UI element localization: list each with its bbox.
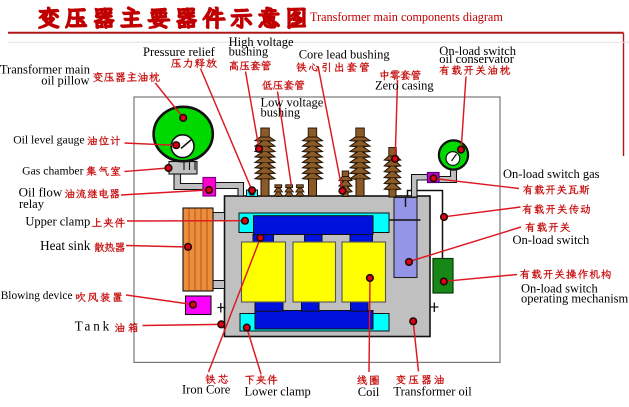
svg-text:Oil level gauge: Oil level gauge — [13, 134, 84, 147]
svg-text:Heat sink: Heat sink — [40, 238, 91, 253]
svg-text:Iron Core: Iron Core — [182, 383, 231, 397]
svg-text:Zero casing: Zero casing — [375, 79, 434, 93]
svg-text:Core lead bushing: Core lead bushing — [299, 48, 391, 62]
svg-text:oil conservator: oil conservator — [439, 52, 514, 66]
svg-text:bushing: bushing — [261, 106, 301, 120]
svg-text:operating mechanism: operating mechanism — [521, 291, 629, 305]
svg-text:Blowing device: Blowing device — [1, 290, 73, 302]
svg-text:oil pillow: oil pillow — [41, 74, 89, 88]
svg-text:relay: relay — [19, 197, 45, 211]
svg-text:Low voltage: Low voltage — [261, 96, 324, 110]
svg-text:On-load switch: On-load switch — [513, 233, 590, 247]
svg-text:Coil: Coil — [358, 385, 380, 399]
svg-text:bushing: bushing — [229, 45, 269, 59]
svg-text:Lower clamp: Lower clamp — [245, 385, 311, 399]
svg-text:On-load switch: On-load switch — [521, 282, 598, 296]
svg-text:Transformer main components di: Transformer main components diagram — [310, 10, 503, 24]
svg-text:Transformer oil: Transformer oil — [393, 385, 472, 399]
svg-text:On-load switch: On-load switch — [439, 44, 516, 58]
svg-text:Oil flow: Oil flow — [19, 185, 63, 200]
svg-text:Tank: Tank — [75, 319, 112, 334]
svg-text:On-load switch gas: On-load switch gas — [503, 167, 600, 181]
svg-text:Gas chamber: Gas chamber — [22, 165, 83, 178]
svg-text:High voltage: High voltage — [229, 35, 294, 49]
svg-text:Upper clamp: Upper clamp — [25, 215, 90, 229]
svg-text:Pressure relief: Pressure relief — [143, 45, 216, 59]
svg-text:Transformer main: Transformer main — [0, 63, 91, 77]
